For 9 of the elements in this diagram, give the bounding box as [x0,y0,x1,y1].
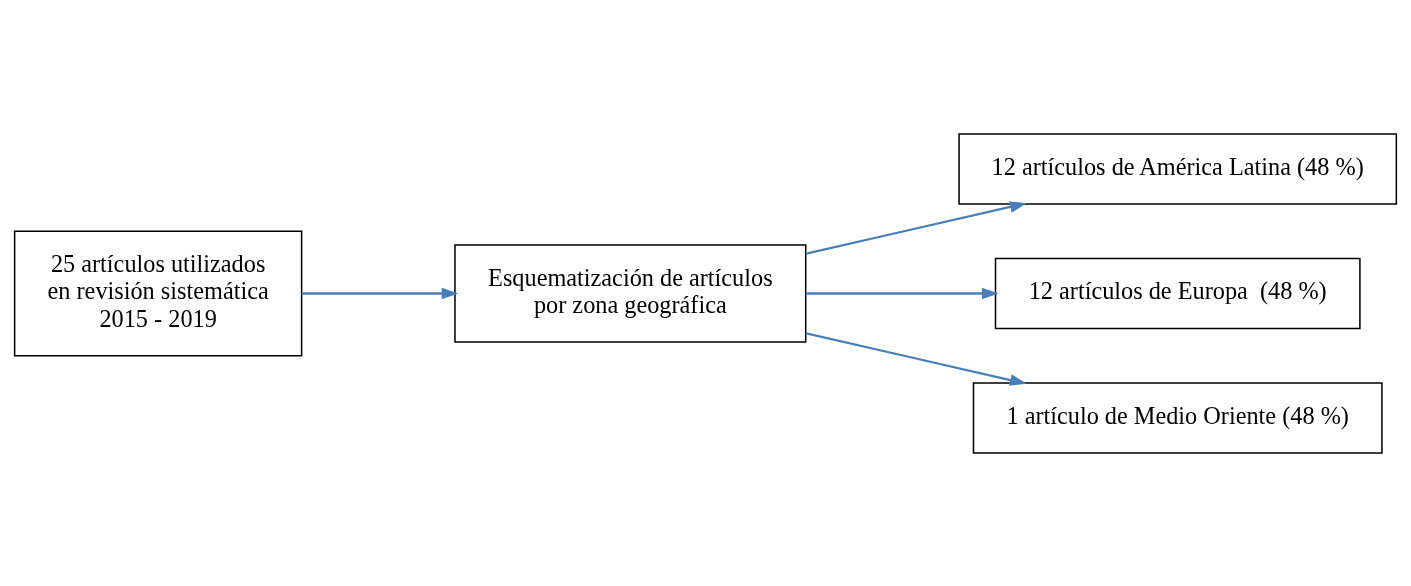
node-box: 12 artículos de Europa (48 %) [994,257,1361,329]
arrow [806,200,1027,255]
node-box: 25 artículos utilizados en revisión sistemática 2015 - 2019 [13,230,303,356]
arrow [301,287,459,299]
node-box: 1 artículo de Medio Oriente (48 %) [972,381,1383,454]
node-box: Esquematización de artículos por zona geográfica [454,243,807,343]
arrow [806,287,999,299]
arrow [806,331,1027,386]
node-box: 12 artículos de América Latina (48 %) [958,132,1398,205]
